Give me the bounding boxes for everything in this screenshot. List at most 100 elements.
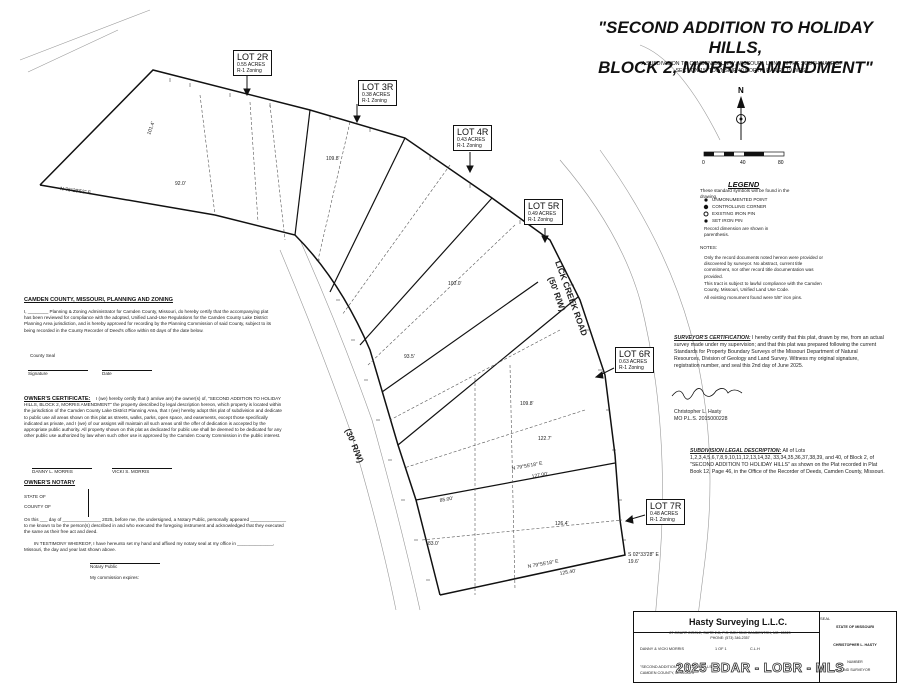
notary-county: COUNTY OF [24, 504, 51, 509]
lot-acres: 0.49 ACRES [528, 211, 557, 217]
legend-title: LEGEND [728, 180, 760, 189]
notary-brace [70, 489, 89, 517]
scale-tick: 40 [740, 160, 746, 166]
legend-item: EXISTING IRON PIN [712, 211, 756, 216]
legal-heading: SUBDIVISION LEGAL DESCRIPTION: [690, 448, 782, 454]
lot-name: LOT 5R [528, 201, 560, 211]
dim-label: 19.6' [628, 559, 639, 565]
sheet-number: 1 OF 1 [715, 647, 727, 651]
legend-item: UNMONUMENTED POINT [712, 197, 768, 202]
notes-heading: NOTES: [700, 245, 718, 250]
lot-boundaries [39, 69, 626, 596]
lot-acres: 0.55 ACRES [237, 62, 266, 68]
dim-label: 125.40' [559, 568, 576, 577]
seal-state: STATE OF MISSOURI [835, 625, 875, 629]
dim-label: 109.8' [520, 401, 534, 407]
legend-item: SET IRON PIN [712, 218, 743, 223]
lot-6r-label: LOT 6R 0.63 ACRES R-1 Zoning [615, 347, 655, 373]
project-county: CAMDEN COUNTY, MISSOURI [640, 671, 694, 675]
signature-line: Signature [28, 370, 88, 377]
lot-zoning: R-1 Zoning [457, 143, 482, 149]
firm-phone: PHONE: (573) 346-2357 [710, 636, 750, 640]
scale-bar: 0 40 80 [702, 151, 785, 166]
firm-name: Hasty Surveying L.L.C. [688, 617, 788, 627]
bearing-label: N 79°55'18" E [527, 559, 559, 570]
lot-2r-label: LOT 2R 0.55 ACRES R-1 Zoning [233, 50, 273, 76]
owner-signature: DANNY L. MORRIS [32, 468, 92, 475]
lot-name: LOT 2R [237, 52, 269, 62]
planning-body: I, ________ Planning & Zoning Administra… [24, 309, 272, 333]
dim-label: 100.0' [448, 281, 462, 287]
plat-subtitle: A SUBDIVISION TO CAMDEN COUNTY, MISSOURI… [592, 61, 892, 75]
dim-label: 93.5' [404, 354, 415, 360]
road-edges [19, 9, 721, 681]
lot-4r-label: LOT 4R 0.43 ACRES R-1 Zoning [453, 125, 493, 151]
surveyor-cert: SURVEYOR'S CERTIFICATION: I hereby certi… [674, 335, 884, 370]
owners-cert-body: I (we) hereby certify that (I am/we are)… [24, 396, 282, 439]
edge-ticks [169, 78, 626, 581]
subtitle-line-2: SECTION 15, TOWNSHIP 40 NORTH, RANGE 19 … [675, 68, 809, 74]
lot-acres: 0.38 ACRES [362, 92, 391, 98]
notary-body: On this ___ day of _______________ 2025,… [24, 517, 287, 535]
dim-label: 83.0' [428, 541, 439, 547]
legal-body: All of Lots 1,2,3,4,5,6,7,8,9,10,11,12,1… [690, 448, 885, 475]
county-seal-label: County Seal [30, 353, 56, 358]
client-name: DANNY & VICKI MORRIS [640, 647, 685, 651]
scale-tick: 80 [778, 160, 784, 166]
project-name: "SECOND ADDITION TO HOLIDAY HILLS" [640, 665, 714, 669]
surveyor-name: Christopher L. Hasty [674, 409, 722, 415]
mls-watermark: 2025 BDAR - LOBR - MLS [676, 660, 845, 676]
lot-acres: 0.48 ACRES [650, 511, 679, 517]
date-line: Date [102, 370, 152, 377]
notary-heading: OWNER'S NOTARY [24, 480, 76, 486]
legal-description: SUBDIVISION LEGAL DESCRIPTION: All of Lo… [690, 448, 885, 476]
dim-label: 92.0' [175, 181, 186, 187]
subtitle-line-1: A SUBDIVISION TO CAMDEN COUNTY, MISSOURI… [641, 61, 843, 67]
surveyor-pls: MO P.L.S. 2015000228 [674, 416, 728, 422]
lot-name: LOT 3R [362, 82, 394, 92]
legend-item: Record dimension are shown in parenthesi… [704, 226, 769, 238]
seal-role: LAND SURVEYOR [839, 668, 871, 672]
old-lot-lines [199, 94, 623, 595]
dim-label: 101.4' [146, 121, 156, 136]
note-item: Only the record documents noted hereon w… [704, 255, 823, 279]
bearing-label: N 76°29'52" E [60, 186, 92, 196]
owners-cert-heading: OWNER'S CERTIFICATE: [24, 396, 91, 402]
lot-name: LOT 6R [619, 349, 651, 359]
lot-leaders [243, 75, 646, 524]
lot-zoning: R-1 Zoning [237, 68, 262, 74]
plat-title: "SECOND ADDITION TO HOLIDAY HILLS, BLOCK… [578, 18, 893, 78]
lot-zoning: R-1 Zoning [619, 365, 644, 371]
dim-label: 122.7' [538, 436, 552, 442]
legend-intro: These standard symbols will be found in … [700, 188, 790, 200]
road-row-label: (30' R/W) [343, 427, 366, 464]
legend-symbols [703, 198, 709, 223]
legend-item: CONTROLLING CORNER [712, 204, 767, 209]
dim-label: 85.00' [439, 496, 453, 504]
north-arrow: N [736, 86, 746, 140]
bearing-label: N 79°55'18" E [511, 461, 543, 472]
dim-label: 109.8' [326, 156, 340, 162]
lot-acres: 0.63 ACRES [619, 359, 648, 365]
bearing-label: S 02°33'28" E [628, 552, 660, 558]
seal-number: NUMBER [847, 660, 863, 664]
planning-heading: CAMDEN COUNTY, MISSOURI, PLANNING AND ZO… [24, 297, 173, 303]
title-line-2: BLOCK 2, MORRIS AMENDMENT" [598, 58, 873, 77]
north-label: N [738, 86, 744, 95]
lot-5r-label: LOT 5R 0.49 ACRES R-1 Zoning [524, 199, 564, 225]
lot-name: LOT 4R [457, 127, 489, 137]
note-item: All existing monument found were 5/8" ir… [704, 295, 803, 300]
firm-address: 87 COURT CIRCLE, SUITE 2-B, P.O. BOX 304… [669, 631, 791, 635]
notary-public-line: Notary Public [90, 563, 160, 570]
surveyor-heading: SURVEYOR'S CERTIFICATION: [674, 335, 751, 341]
notary-expires: My commission expires: [90, 575, 140, 580]
seal-tag: SEAL [820, 616, 831, 621]
dim-label: 127.00' [531, 471, 548, 480]
lot-zoning: R-1 Zoning [650, 517, 675, 523]
title-line-1: "SECOND ADDITION TO HOLIDAY HILLS, [597, 18, 874, 57]
surveyor-signature [671, 388, 743, 400]
notary-state: STATE OF [24, 494, 46, 499]
surveyor-body: I hereby certify that this plat, drawn b… [674, 335, 884, 369]
lot-acres: 0.43 ACRES [457, 137, 486, 143]
